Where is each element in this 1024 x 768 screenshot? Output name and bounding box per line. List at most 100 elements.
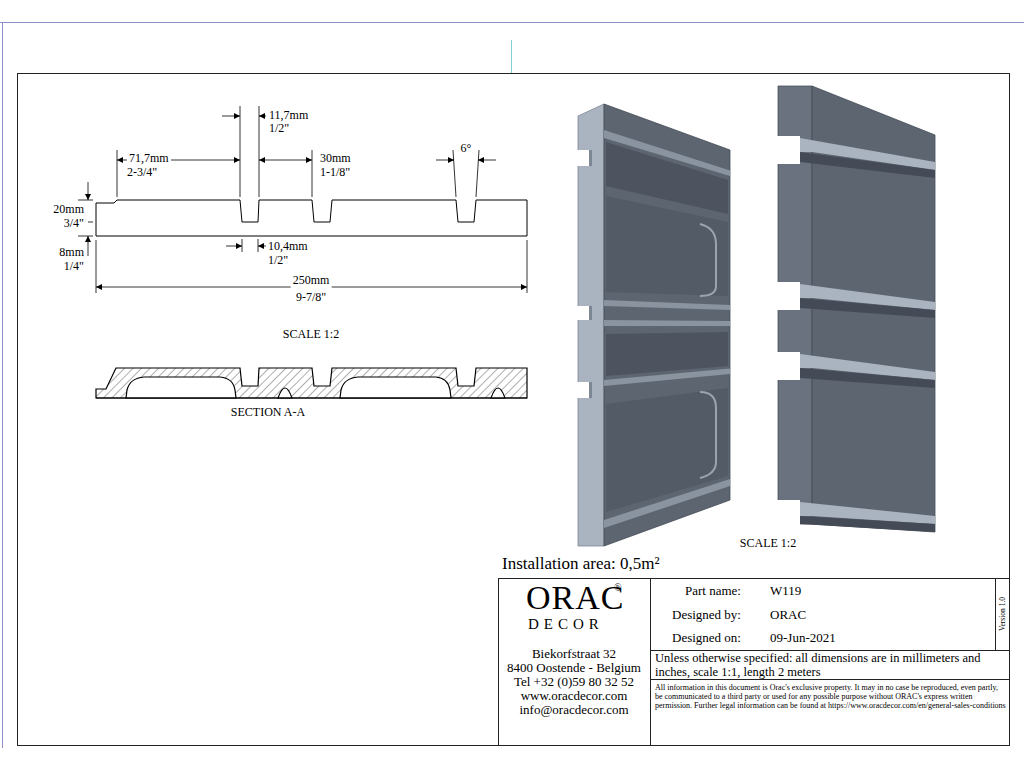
section-view-part <box>96 368 527 398</box>
dimension-value: 8mm <box>59 246 84 260</box>
dimension-lines-part <box>226 246 242 247</box>
section-view-part <box>126 377 236 398</box>
dimension-lines-part <box>222 116 240 117</box>
dimension-value: 71,7mm <box>127 152 171 166</box>
dimension-inch: 9-7/8" <box>296 291 326 305</box>
panel-front-3d-part <box>589 382 592 398</box>
section-view-part <box>278 388 292 398</box>
dimension-lines-part <box>88 236 89 256</box>
panel-back-3d <box>776 86 935 532</box>
company-email: info@oracdecor.com <box>519 703 628 718</box>
field-label: Designed by: <box>672 608 741 623</box>
dimension-inch: 1/4" <box>64 260 84 274</box>
panel-front-3d-part <box>604 300 730 310</box>
panel-front-3d-part <box>578 104 604 546</box>
dimension-lines-part <box>312 150 313 197</box>
title-block-grid <box>498 578 1010 746</box>
section-view-part <box>96 397 527 398</box>
company-website: www.oracdecor.com <box>521 689 628 704</box>
dimension-lines-part <box>242 239 243 252</box>
dimension-lines-part <box>78 236 93 237</box>
dimension-value: 10,4mm <box>268 240 308 254</box>
installation-area: Installation area: 0,5m² <box>502 554 660 574</box>
dimension-lines-part <box>117 150 118 197</box>
panel-back-3d-part <box>776 282 800 310</box>
dimension-lines-part <box>96 240 97 293</box>
panel-front-3d <box>575 104 730 546</box>
dimension-inch: 1/2" <box>268 254 288 268</box>
section-view-part <box>491 388 505 398</box>
dimension-inch: 3/4" <box>64 217 84 231</box>
panel-front-3d-part <box>589 306 592 320</box>
title-block-grid-part <box>995 578 996 650</box>
profile-view-part <box>96 200 527 236</box>
field-label: Part name: <box>685 584 741 599</box>
angle-value: 6° <box>461 142 472 156</box>
panel-front-3d-part <box>604 320 730 326</box>
dimension-lines-part <box>527 240 528 293</box>
logo-registered: ® <box>614 582 622 594</box>
dimension-value: 20mm <box>53 203 84 217</box>
panel-front-3d-part <box>604 104 730 546</box>
dimension-lines-part <box>478 160 496 161</box>
field-value: ORAC <box>770 608 806 623</box>
dimension-lines-part <box>78 200 93 201</box>
dimension-inch: 2-3/4" <box>127 166 157 180</box>
dimension-inch: 1-1/8" <box>320 166 350 180</box>
panel-back-3d-part <box>776 500 800 526</box>
panel-back-3d-part <box>800 516 935 532</box>
section-view-part <box>340 377 451 398</box>
panel-front-3d-part <box>604 369 730 386</box>
legal-notice: All information in this document is Orac… <box>655 683 1007 711</box>
field-label: Designed on: <box>672 631 741 646</box>
dimension-lines-part <box>258 239 259 252</box>
dimension-inch: 1/2" <box>269 122 289 136</box>
panel-front-3d-part <box>589 150 592 166</box>
dimension-lines-part <box>240 106 241 197</box>
field-value: 09-Jun-2021 <box>770 631 836 646</box>
title-block-grid-part <box>650 650 1010 651</box>
field-value: W119 <box>770 584 801 599</box>
sheet-frame-part <box>511 40 512 73</box>
dimension-lines-part <box>436 160 454 161</box>
dimension-lines-part <box>88 222 93 223</box>
dimension-value: 250mm <box>291 274 332 288</box>
section-view <box>96 368 527 398</box>
panel-back-3d-part <box>800 298 935 318</box>
company-phone: Tel +32 (0)59 80 32 52 <box>514 675 634 690</box>
panel-front-3d-part <box>575 306 589 320</box>
profile-view <box>96 200 527 236</box>
panel-back-3d-part <box>800 152 935 178</box>
panel-front-3d-part <box>606 388 728 512</box>
panel-back-3d-part <box>800 368 935 388</box>
title-block-grid-part <box>498 578 499 746</box>
panel-back-3d-part <box>776 352 800 380</box>
sheet-frame-part <box>18 74 1010 746</box>
scale-note: SCALE 1:2 <box>283 328 339 342</box>
dimension-lines-part <box>258 246 266 247</box>
panel-front-3d-part <box>700 224 716 296</box>
dimension-lines-part <box>259 106 260 197</box>
dimension-lines-part <box>259 116 266 117</box>
panel-front-3d-part <box>575 150 589 166</box>
logo-wordmark: ORAC <box>526 578 624 617</box>
dimension-lines <box>78 106 527 293</box>
panel-front-3d-part <box>606 332 728 376</box>
company-address: Biekorfstraat 32 <box>532 647 616 662</box>
title-block-grid-part <box>498 578 1010 579</box>
dimension-value: 30mm <box>320 152 351 166</box>
sheet-frame-part <box>2 22 3 748</box>
company-address: 8400 Oostende - Belgium <box>507 661 641 676</box>
logo-subtitle: DECOR <box>528 616 604 633</box>
general-note: Unless otherwise specified: all dimensio… <box>655 651 1007 680</box>
sheet-frame <box>0 22 1024 748</box>
dimension-value: 11,7mm <box>269 109 308 123</box>
dimension-lines-part <box>476 150 479 197</box>
section-title: SECTION A-A <box>231 406 305 420</box>
dimension-lines-part <box>88 182 89 200</box>
panel-front-3d-part <box>604 479 730 528</box>
panel-back-3d-part <box>776 136 800 164</box>
sheet-frame-part <box>0 22 1024 23</box>
panel-front-3d-part <box>575 382 589 398</box>
dimension-lines-part <box>259 160 312 161</box>
